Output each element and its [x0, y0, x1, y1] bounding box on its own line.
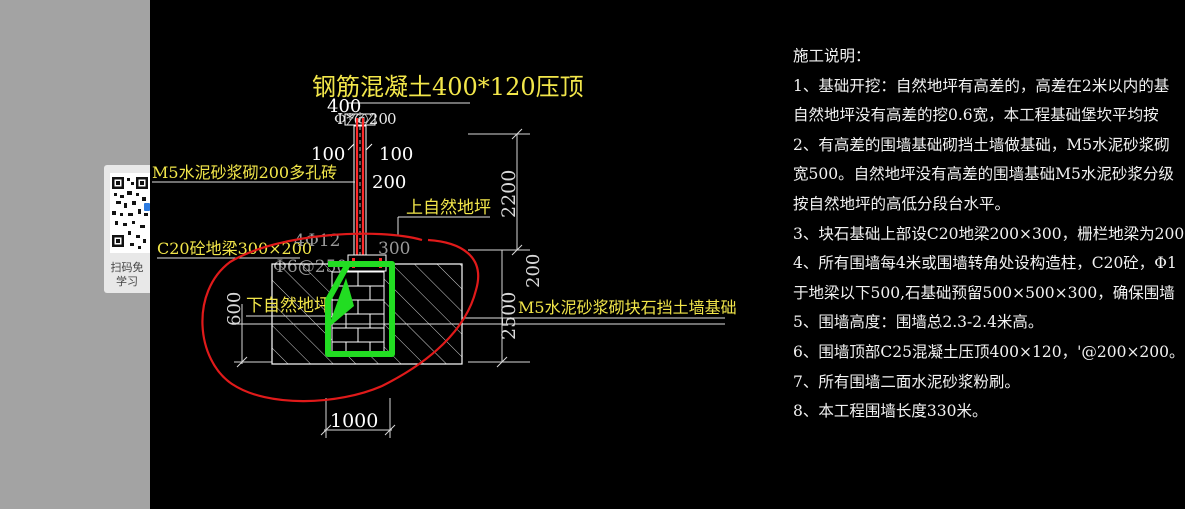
green-arrow-icon: [328, 278, 354, 328]
dim-400-label: 400: [327, 96, 361, 117]
notes-heading: 施工说明：: [793, 47, 871, 65]
beam-dot-2: [379, 258, 382, 261]
note-line: 2、有高差的围墙基础砌挡土墙做基础，M5水泥砂浆砌: [793, 135, 1170, 154]
dim-100-right-label: 100: [379, 144, 413, 165]
rebar-top-label: Φ*@20: [334, 110, 388, 128]
dim-tick-2500-bottom: [496, 356, 508, 368]
note-line: 7、所有围墙二面水泥砂浆粉刷。: [793, 372, 1020, 391]
note-line: 自然地坪没有高差的挖0.6宽，本工程基础堡坎平均按: [793, 106, 1159, 125]
dim-2500-label: 2500: [498, 292, 520, 340]
coping-hatch-1: [346, 113, 356, 126]
construction-notes: 施工说明： 1、基础开挖：自然地坪有高差的，高差在2米以内的基 自然地坪没有高差…: [793, 42, 1185, 509]
dim-100-tick-left: [347, 143, 355, 151]
dim-100-tick-right: [365, 143, 373, 151]
qr-caption-line2: 学习: [116, 275, 138, 288]
qr-code-icon: [110, 173, 150, 253]
upper-ground-label: 上自然地坪: [406, 198, 491, 218]
note-line: 5、围墙高度：围墙总2.3-2.4米高。: [793, 313, 1044, 332]
dim-100-left-label: 100: [311, 144, 345, 165]
cad-drawing[interactable]: 钢筋混凝土400*120压顶 400 Φ*@20 0 100 100 200 M…: [150, 0, 1170, 509]
qr-caption-line1: 扫码免: [110, 261, 144, 274]
dim-2200-label: 2200: [498, 170, 520, 218]
dim-600-label: 600: [224, 292, 245, 326]
coping-hatch-3: [364, 113, 374, 126]
note-line: 于地梁以下500,石基础预留500×500×300，确保围墙: [793, 283, 1175, 302]
note-line: 宽500。自然地坪没有高差的围墙基础M5水泥砂浆分级: [793, 165, 1174, 184]
foundation-label: M5水泥砂浆砌块石挡土墙基础: [518, 298, 737, 317]
beam-dot-1: [352, 258, 355, 261]
green-highlight-shape: [325, 261, 395, 357]
dim-300-label: 300: [378, 239, 410, 259]
lower-ground-label: 下自然地坪: [246, 296, 331, 316]
qr-widget[interactable]: 扫码免 学习: [104, 165, 150, 293]
dim-1000-label: 1000: [330, 410, 378, 432]
dim-200-beam-label: 200: [523, 254, 544, 288]
dim-tick-1000-right: [384, 424, 396, 436]
note-line: 6、围墙顶部C25混凝土压顶400×120，'@200×200。: [793, 342, 1185, 361]
brick-wall-label: M5水泥砂浆砌200多孔砖: [152, 163, 337, 182]
note-line: 1、基础开挖：自然地坪有高差的，高差在2米以内的基: [793, 76, 1170, 95]
dim-200-wall-label: 200: [372, 172, 406, 193]
note-line: 3、块石基础上部设C20地梁200×300，栅栏地梁为200: [793, 224, 1185, 243]
note-line: 4、所有围墙每4米或围墙转角处设构造柱，C20砼，Φ1: [793, 254, 1177, 273]
title-label: 钢筋混凝土400*120压顶: [312, 73, 584, 101]
red-annotation-loop: [201, 232, 480, 403]
dim-tick-1000-left: [320, 424, 332, 436]
dim-tick-2200-bottom: [511, 244, 523, 256]
dim-tick-600: [236, 356, 248, 368]
dim-tick-2200-top: [511, 128, 523, 140]
note-line: 8、本工程围墙长度330米。: [793, 402, 988, 421]
note-line: 按自然地坪的高低分段台水平。: [793, 194, 1011, 213]
rebar-top-extra-label: 0: [387, 110, 397, 128]
